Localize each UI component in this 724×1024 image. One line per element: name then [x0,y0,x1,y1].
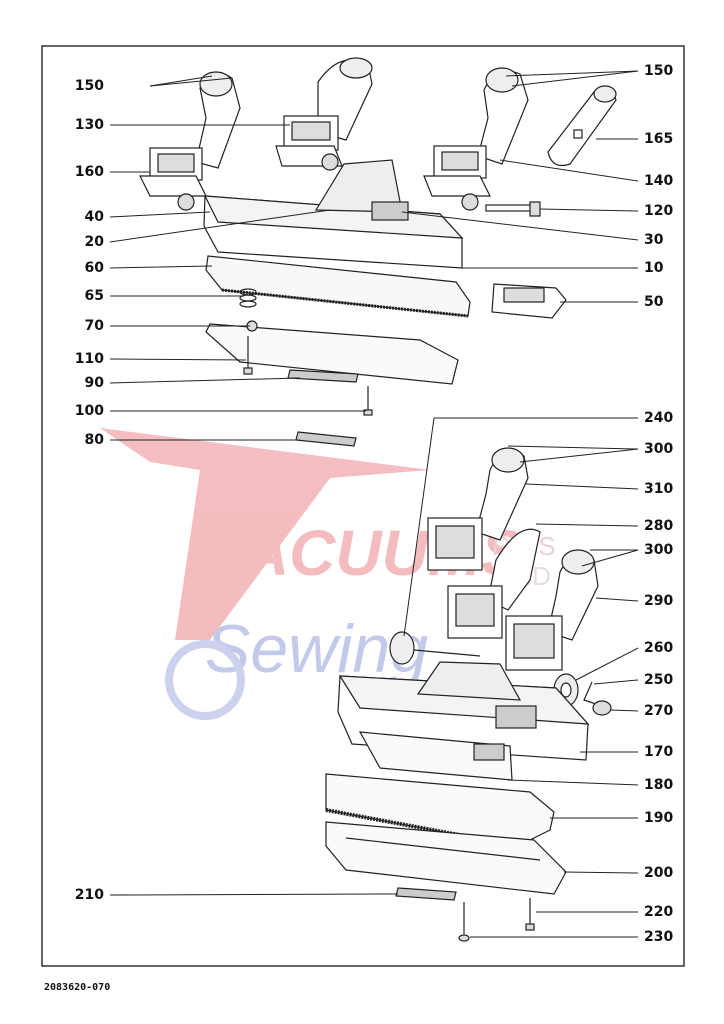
part-elbow-right [423,67,529,211]
callout-right-200: 200 [644,865,674,881]
callout-left-60: 60 [84,260,104,276]
part-soleplate-70 [205,320,459,385]
callout-left-160: 160 [74,164,104,180]
leader-right-2-0 [499,159,639,182]
callout-right-150: 150 [644,63,674,79]
callout-left-100: 100 [74,403,104,419]
callout-right-270: 270 [644,703,674,719]
leader-left-8-0 [109,358,247,361]
leader-right-0-0 [505,70,639,77]
document-number: 2083620-070 [44,982,111,993]
callout-right-180: 180 [644,777,674,793]
leader-left-3-0 [109,211,211,218]
part-soleplate-200 [325,821,567,895]
part-clip-50 [491,283,567,319]
callout-left-65: 65 [84,288,104,304]
leader-lines-right [401,70,639,938]
callout-left-80: 80 [84,432,104,448]
leader-left-4-0 [109,209,331,243]
watermark-v-logo [100,428,430,640]
callout-right-260: 260 [644,640,674,656]
callout-right-140: 140 [644,173,674,189]
exploded-parts [139,57,617,942]
part-pad-80 [295,431,357,447]
watermark: VACUUMS R OS AND Sewing [100,428,556,720]
part-cap-270 [592,700,612,716]
callout-left-90: 90 [84,375,104,391]
callout-left-130: 130 [74,117,104,133]
part-screw-220 [525,898,535,931]
part-elbow-290 [505,549,599,671]
callout-left-20: 20 [84,234,104,250]
callout-right-10: 10 [644,260,664,276]
callout-right-220: 220 [644,904,674,920]
callout-right-300: 300 [644,441,674,457]
callout-right-300: 300 [644,542,674,558]
leader-left-5-0 [109,265,213,269]
callout-left-40: 40 [84,209,104,225]
callout-right-50: 50 [644,294,664,310]
leader-right-14-0 [593,679,639,685]
leader-right-10-0 [535,523,639,527]
leader-right-17-0 [507,779,639,786]
leader-right-11-1 [581,549,639,567]
callout-right-120: 120 [644,203,674,219]
part-screw-110 [243,336,253,375]
part-baseplate-60 [205,255,471,318]
part-elbow-left [139,71,241,211]
callout-left-70: 70 [84,318,104,334]
leader-right-8-0 [507,445,639,450]
callout-right-190: 190 [644,810,674,826]
part-spring-65 [239,288,257,308]
part-pin-120 [485,201,541,217]
leader-left-9-0 [109,377,301,384]
callout-right-250: 250 [644,672,674,688]
callout-left-150: 150 [74,78,104,94]
callout-right-280: 280 [644,518,674,534]
leader-right-12-0 [595,597,639,602]
leader-left-0-0 [149,75,213,87]
part-elbow-center [275,57,373,171]
leader-right-3-0 [539,208,639,212]
part-elbow-280 [447,528,541,639]
diagram-border [41,45,685,967]
part-pad-90 [287,369,359,383]
callout-right-30: 30 [644,232,664,248]
callout-right-290: 290 [644,593,674,609]
leader-right-13-0 [575,647,639,681]
leader-right-0-1 [511,70,639,87]
part-pad-210 [395,887,457,901]
part-screw-100 [363,386,373,416]
callout-right-230: 230 [644,929,674,945]
leader-left-12-0 [109,893,399,896]
part-tube-165 [547,85,617,167]
callout-left-110: 110 [74,351,104,367]
callout-right-310: 310 [644,481,674,497]
callout-left-210: 210 [74,887,104,903]
watermark-swash [165,640,245,720]
callout-right-165: 165 [644,131,674,147]
leader-left-0-1 [149,77,233,87]
leader-right-8-1 [519,448,639,463]
leader-right-9-0 [525,483,639,490]
part-elbow-310 [427,447,529,571]
part-frame-180 [358,731,513,781]
callout-right-170: 170 [644,744,674,760]
leader-right-19-0 [563,871,639,874]
part-clip-250 [583,681,597,705]
part-wheel-240 [389,631,481,665]
leader-right-15-0 [609,709,639,712]
leader-lines-left [109,75,399,896]
part-housing-top [203,159,464,269]
leader-right-4-0 [401,211,639,241]
callout-right-240: 240 [644,410,674,426]
leader-right-7-1 [403,417,435,637]
part-screw-230 [458,902,470,942]
